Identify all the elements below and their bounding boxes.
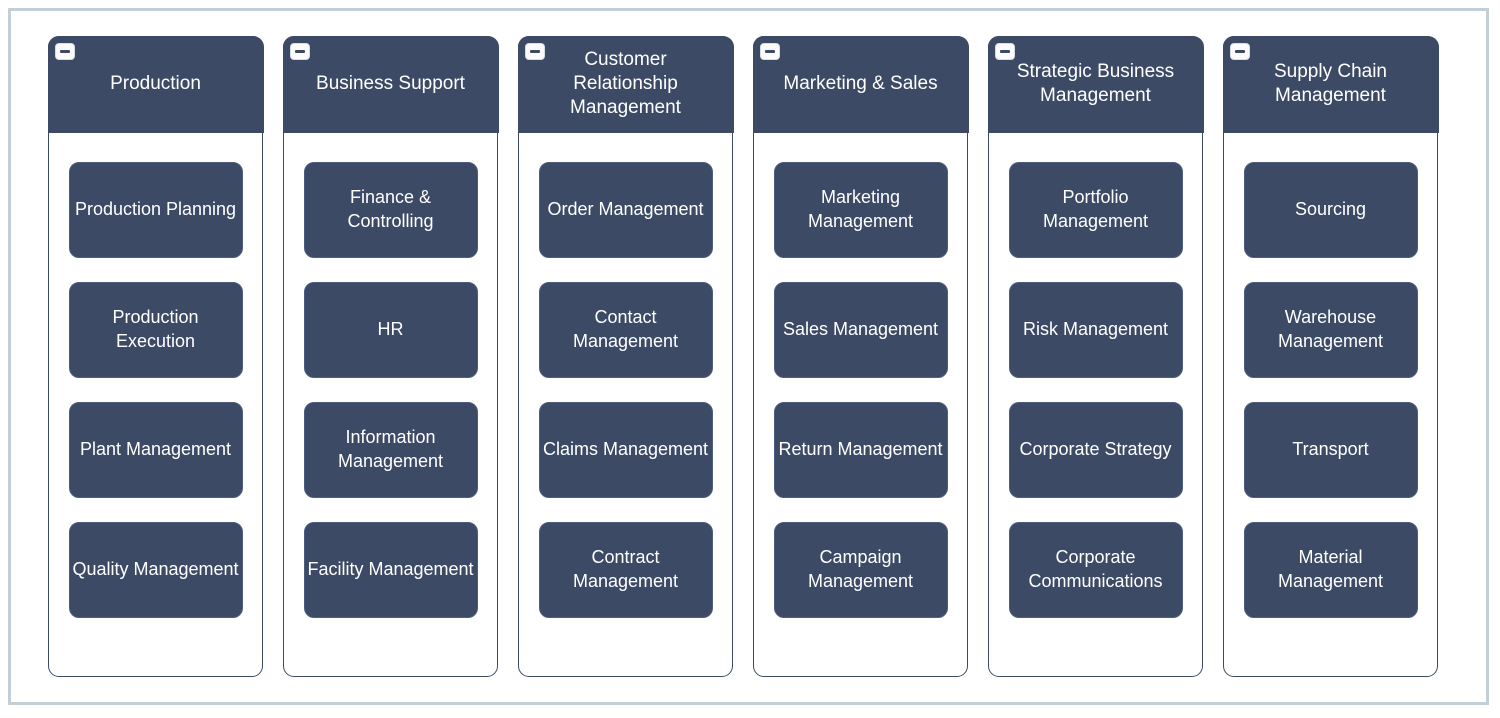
minus-bar <box>764 49 775 53</box>
capability-box[interactable]: Corporate Strategy <box>1008 401 1183 498</box>
capability-map: Production Production Planning Productio… <box>47 35 1439 677</box>
collapse-minus-icon[interactable] <box>54 42 75 60</box>
capability-box-label: Campaign Management <box>807 546 914 591</box>
capability-box[interactable]: Contact Management <box>538 281 713 378</box>
capability-box-label: Risk Management <box>1022 318 1169 339</box>
collapse-minus-icon[interactable] <box>759 42 780 60</box>
capability-group-title: Strategic Business Management <box>1016 61 1175 106</box>
capability-group: Strategic Business Management Portfolio … <box>987 35 1204 677</box>
capability-group-header[interactable]: Marketing & Sales <box>752 35 969 133</box>
minus-bar <box>294 49 305 53</box>
capability-group-header[interactable]: Strategic Business Management <box>987 35 1204 133</box>
collapse-minus-icon[interactable] <box>994 42 1015 60</box>
capability-box[interactable]: Facility Management <box>303 521 478 618</box>
capability-box[interactable]: Production Planning <box>68 161 243 258</box>
capability-box[interactable]: Production Execution <box>68 281 243 378</box>
capability-box[interactable]: Marketing Management <box>773 161 948 258</box>
capability-box[interactable]: Information Management <box>303 401 478 498</box>
capability-box[interactable]: Transport <box>1243 401 1418 498</box>
capability-group-title: Customer Relationship Management <box>570 49 681 118</box>
capability-group-header[interactable]: Production <box>47 35 264 133</box>
capability-group-header[interactable]: Customer Relationship Management <box>517 35 734 133</box>
capability-box[interactable]: Warehouse Management <box>1243 281 1418 378</box>
capability-box-label: Return Management <box>778 438 943 459</box>
capability-group-title: Business Support <box>316 73 465 95</box>
capability-box-label: Quality Management <box>72 558 239 579</box>
capability-box-label: Warehouse Management <box>1277 306 1384 351</box>
capability-group-body: Portfolio Management Risk Management Cor… <box>989 133 1202 618</box>
capability-box-label: Production Execution <box>112 306 199 351</box>
capability-group: Supply Chain Management Sourcing Warehou… <box>1222 35 1439 677</box>
capability-box-label: Contract Management <box>572 546 679 591</box>
capability-box-label: Plant Management <box>79 438 232 459</box>
capability-box-label: Claims Management <box>542 438 709 459</box>
capability-box[interactable]: Material Management <box>1243 521 1418 618</box>
capability-group-title: Supply Chain Management <box>1273 61 1388 106</box>
minus-bar <box>59 49 70 53</box>
capability-box[interactable]: Portfolio Management <box>1008 161 1183 258</box>
capability-box-label: Order Management <box>547 198 704 219</box>
capability-group-title: Marketing & Sales <box>783 73 938 95</box>
capability-box[interactable]: Quality Management <box>68 521 243 618</box>
capability-box[interactable]: Sales Management <box>773 281 948 378</box>
capability-group: Customer Relationship Management Order M… <box>517 35 734 677</box>
capability-group-body: Finance & Controlling HR Information Man… <box>284 133 497 618</box>
capability-group: Business Support Finance & Controlling H… <box>282 35 499 677</box>
capability-box-label: Sales Management <box>782 318 939 339</box>
capability-box-label: Production Planning <box>74 198 237 219</box>
capability-box-label: Marketing Management <box>807 186 914 231</box>
collapse-minus-icon[interactable] <box>289 42 310 60</box>
capability-box[interactable]: Contract Management <box>538 521 713 618</box>
capability-group: Marketing & Sales Marketing Management S… <box>752 35 969 677</box>
capability-box-label: Contact Management <box>572 306 679 351</box>
collapse-minus-icon[interactable] <box>524 42 545 60</box>
capability-box-label: Material Management <box>1277 546 1384 591</box>
capability-box-label: Finance & Controlling <box>347 186 434 231</box>
capability-box[interactable]: Campaign Management <box>773 521 948 618</box>
capability-box-label: Corporate Strategy <box>1019 438 1172 459</box>
capability-box[interactable]: Claims Management <box>538 401 713 498</box>
capability-box-label: Sourcing <box>1294 198 1367 219</box>
minus-bar <box>999 49 1010 53</box>
minus-bar <box>529 49 540 53</box>
capability-box-label: Portfolio Management <box>1042 186 1149 231</box>
capability-box-label: Corporate Communications <box>1028 546 1163 591</box>
capability-box[interactable]: Return Management <box>773 401 948 498</box>
capability-box-label: Facility Management <box>307 558 474 579</box>
capability-box[interactable]: HR <box>303 281 478 378</box>
capability-group-header[interactable]: Supply Chain Management <box>1222 35 1439 133</box>
capability-box-label: Information Management <box>337 426 444 471</box>
capability-group-body: Production Planning Production Execution… <box>49 133 262 618</box>
capability-group-body: Marketing Management Sales Management Re… <box>754 133 967 618</box>
capability-group: Production Production Planning Productio… <box>47 35 264 677</box>
capability-box[interactable]: Risk Management <box>1008 281 1183 378</box>
capability-box[interactable]: Finance & Controlling <box>303 161 478 258</box>
capability-box[interactable]: Plant Management <box>68 401 243 498</box>
capability-group-body: Sourcing Warehouse Management Transport … <box>1224 133 1437 618</box>
minus-bar <box>1234 49 1245 53</box>
capability-group-title: Production <box>110 73 201 95</box>
capability-box-label: HR <box>377 318 404 339</box>
capability-box[interactable]: Order Management <box>538 161 713 258</box>
collapse-minus-icon[interactable] <box>1229 42 1250 60</box>
capability-group-header[interactable]: Business Support <box>282 35 499 133</box>
capability-box-label: Transport <box>1292 438 1369 459</box>
capability-group-body: Order Management Contact Management Clai… <box>519 133 732 618</box>
capability-box[interactable]: Sourcing <box>1243 161 1418 258</box>
capability-box[interactable]: Corporate Communications <box>1008 521 1183 618</box>
